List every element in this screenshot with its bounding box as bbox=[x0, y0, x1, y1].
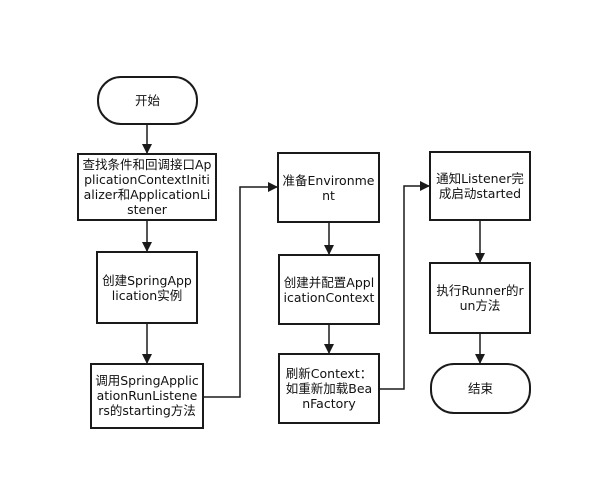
create-app-label: 创建SpringApplication实例 bbox=[102, 272, 192, 303]
end-label: 结束 bbox=[467, 381, 493, 396]
start-node: 开始 bbox=[97, 76, 198, 125]
end-node: 结束 bbox=[430, 363, 531, 414]
refresh-context-label: 刷新Context：如重新加载BeanFactory bbox=[285, 366, 373, 411]
create-app-node: 创建SpringApplication实例 bbox=[96, 251, 198, 324]
refresh-context-node: 刷新Context：如重新加载BeanFactory bbox=[278, 353, 380, 424]
start-label: 开始 bbox=[134, 93, 160, 108]
notify-listener-label: 通知Listener完成启动started bbox=[436, 171, 524, 201]
call-listeners-node: 调用SpringApplicationRunListeners的starting… bbox=[90, 363, 204, 429]
arrow-refresh-context-to-notify-listener bbox=[380, 181, 430, 390]
create-context-label: 创建并配置ApplicationContext bbox=[283, 274, 375, 305]
find-listeners-label: 查找条件和回调接口ApplicationContextInitializer和A… bbox=[82, 157, 212, 217]
prepare-env-label: 准备Environment bbox=[282, 172, 375, 203]
exec-runner-node: 执行Runner的run方法 bbox=[429, 262, 531, 334]
exec-runner-label: 执行Runner的run方法 bbox=[436, 283, 524, 313]
prepare-env-node: 准备Environment bbox=[277, 152, 380, 223]
call-listeners-label: 调用SpringApplicationRunListeners的starting… bbox=[95, 372, 199, 418]
notify-listener-node: 通知Listener完成启动started bbox=[429, 151, 531, 221]
find-listeners-node: 查找条件和回调接口ApplicationContextInitializer和A… bbox=[77, 153, 217, 221]
arrow-call-listeners-to-prepare-env bbox=[204, 182, 278, 398]
create-context-node: 创建并配置ApplicationContext bbox=[278, 254, 380, 325]
